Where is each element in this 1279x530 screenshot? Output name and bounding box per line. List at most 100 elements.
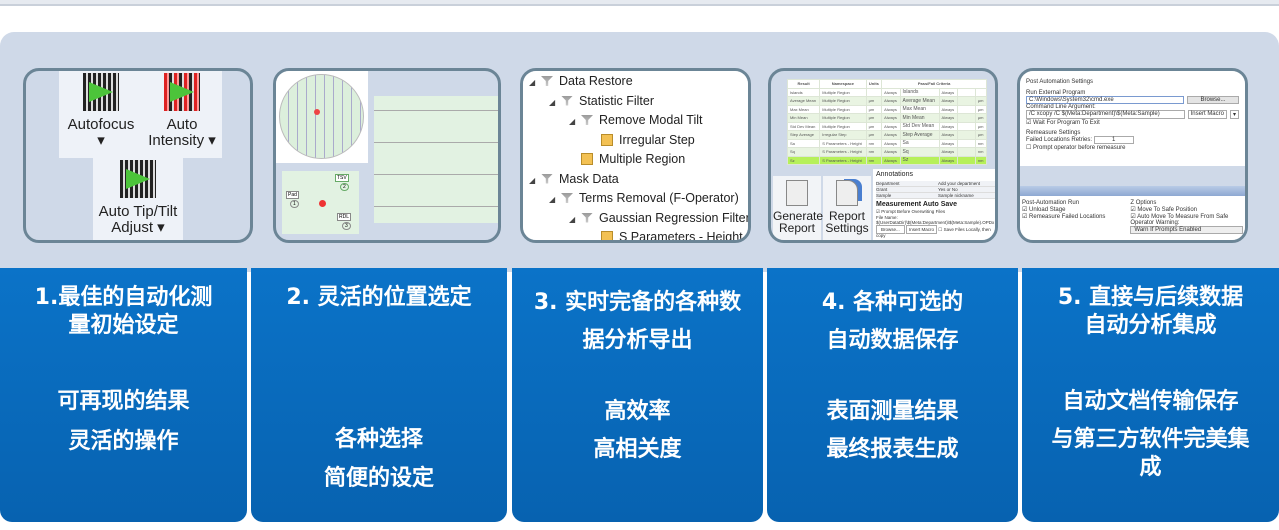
feature-sub: 最终报表生成	[826, 437, 959, 462]
always-select[interactable]: Always	[881, 147, 901, 157]
expand-icon[interactable]: ◢	[529, 175, 536, 185]
autofocus-button[interactable]: Autofocus ▾	[62, 73, 140, 149]
unload-label: Unload Stage	[1029, 207, 1066, 213]
criteria-cell: Step Average	[899, 130, 940, 140]
always-select[interactable]: Always	[938, 87, 958, 97]
par-title: Post-Automation Run	[1022, 200, 1080, 206]
always-select[interactable]: Always	[938, 155, 958, 165]
tree-item[interactable]: ◢ Terms Removal (F-Operator)	[529, 189, 748, 209]
auto-tip-label: Auto Tip/Tilt	[98, 203, 178, 220]
save-local-checkbox[interactable]: Save Files Locally, then copy	[876, 227, 991, 238]
criteria-cell: Sq	[899, 147, 940, 157]
cmd-input[interactable]: /C xcopy /C $(Meta:Department)\$(Meta:Sa…	[1026, 110, 1185, 119]
always-select[interactable]: Always	[938, 113, 958, 123]
value-field[interactable]	[956, 147, 976, 157]
insert-macro-button[interactable]: Insert Macro	[906, 225, 938, 234]
unit-cell: µm	[974, 104, 988, 114]
generate-label-2: Report	[778, 221, 816, 235]
warning-select[interactable]: Warn If Prompts Enabled	[1130, 226, 1243, 234]
always-select[interactable]: Always	[881, 121, 901, 131]
value-field[interactable]	[956, 96, 976, 106]
tree-item[interactable]: Irregular Step	[529, 131, 748, 151]
value-field[interactable]	[956, 113, 976, 123]
tree-item[interactable]: ◢Mask Data	[529, 170, 748, 190]
expand-icon[interactable]: ◢	[529, 78, 536, 87]
always-select[interactable]: Always	[881, 87, 901, 97]
generate-report-button[interactable]: Generate Report	[773, 176, 823, 240]
splitter-bar[interactable]	[1020, 186, 1245, 196]
value-field[interactable]	[956, 87, 976, 97]
value-field[interactable]	[956, 138, 976, 148]
always-select[interactable]: Always	[881, 113, 901, 123]
insert-macro-button[interactable]: Insert Macro	[1187, 110, 1227, 119]
prompt-checkbox[interactable]: ☑ Prompt Before Overwriting Files	[876, 209, 946, 214]
auto-intensity-button[interactable]: Auto Intensity ▾	[142, 73, 222, 149]
program-path-input[interactable]: C:\Windows\System32\cmd.exe	[1026, 96, 1184, 104]
column-header: Namespace	[819, 79, 867, 89]
cell: Step Average	[786, 130, 821, 140]
always-select[interactable]: Always	[938, 121, 958, 131]
dropdown-arrow-icon[interactable]: ▾	[1229, 110, 1239, 119]
always-select[interactable]: Always	[938, 130, 958, 140]
tree-label: Terms Removal (F-Operator)	[579, 191, 739, 205]
expand-icon[interactable]: ◢	[569, 214, 576, 224]
cell: Average Mean	[786, 96, 821, 106]
unload-checkbox[interactable]: ☑ Unload Stage	[1022, 207, 1066, 213]
report-settings-button[interactable]: Report Settings	[823, 176, 871, 240]
always-select[interactable]: Always	[938, 138, 958, 148]
prompt-operator-checkbox[interactable]: ☐ Prompt operator before remeasure	[1026, 145, 1126, 151]
expand-icon[interactable]: ◢	[549, 195, 556, 204]
auto-intensity-label: Auto	[166, 116, 198, 133]
expand-icon[interactable]: ◢	[549, 97, 556, 107]
tree-item[interactable]: Multiple Region	[529, 150, 748, 170]
remeasure-failed-checkbox[interactable]: ☑ Remeasure Failed Locations	[1022, 214, 1106, 220]
cmd-label: Command Line Argument:	[1026, 104, 1096, 110]
retries-input[interactable]: 1	[1093, 136, 1134, 144]
auto-tip-tilt-button[interactable]: Auto Tip/Tilt Adjust ▾	[93, 155, 183, 240]
value-field[interactable]	[956, 121, 976, 131]
annotation-value: Add your department	[938, 181, 981, 186]
move-safe-checkbox[interactable]: ☑ Move To Safe Position	[1130, 207, 1198, 213]
expand-icon[interactable]: ◢	[569, 117, 576, 126]
cell: µm	[865, 113, 883, 123]
tree-item[interactable]: ◢Statistic Filter	[529, 92, 748, 112]
auto-move-checkbox[interactable]: ☑ Auto Move To Measure From Safe	[1130, 214, 1229, 220]
tree-item[interactable]: ◢Remove Modal Tilt	[529, 111, 748, 131]
wait-checkbox[interactable]: ☑ Wait For Program To Exit	[1026, 120, 1100, 126]
cell: µm	[865, 121, 883, 131]
tree-item[interactable]: S Parameters - Height	[529, 228, 748, 240]
tree-item[interactable]: ◢Data Restore	[529, 72, 748, 92]
always-select[interactable]: Always	[938, 147, 958, 157]
unit-cell: nm	[974, 147, 988, 157]
always-select[interactable]: Always	[881, 96, 901, 106]
value-field[interactable]	[956, 130, 976, 140]
value-field[interactable]	[956, 104, 976, 114]
always-select[interactable]: Always	[881, 138, 901, 148]
always-select[interactable]: Always	[881, 130, 901, 140]
always-select[interactable]: Always	[938, 96, 958, 106]
always-select[interactable]: Always	[881, 155, 901, 165]
annotation-value: Yes or No	[938, 187, 958, 192]
browse-button[interactable]: Browse...	[876, 225, 905, 234]
tree-item[interactable]: ◢Gaussian Regression Filter	[529, 209, 748, 229]
value-field[interactable]	[956, 155, 976, 165]
always-select[interactable]: Always	[881, 104, 901, 114]
file-name-field[interactable]: $(UserDataDir)\$(Meta:Department)\$(Meta…	[876, 220, 995, 225]
browse-button[interactable]: Browse...	[1187, 96, 1239, 104]
always-select[interactable]: Always	[938, 104, 958, 114]
cell: Multiple Region	[819, 87, 867, 97]
cell: µm	[865, 96, 883, 106]
